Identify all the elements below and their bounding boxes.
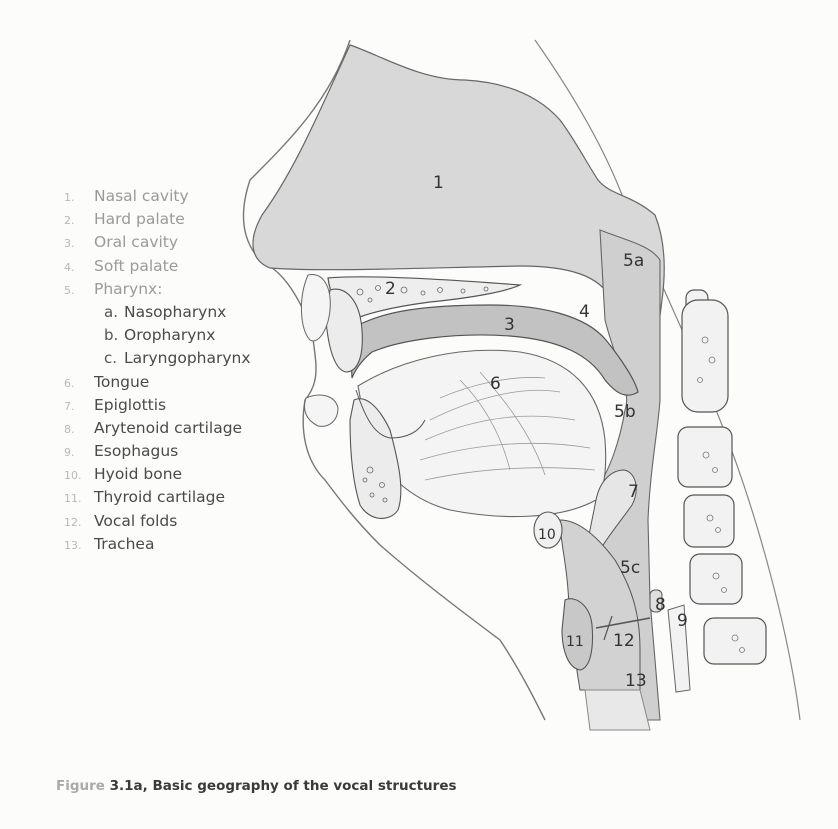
legend-item: 10.Hyoid bone xyxy=(64,463,251,486)
vertebra-3 xyxy=(678,427,732,487)
legend-subitem: c.Laryngopharynx xyxy=(64,347,251,370)
legend-letter: c. xyxy=(104,347,124,370)
legend-label: Hard palate xyxy=(94,210,185,228)
label-5b: 5b xyxy=(614,402,636,422)
label-11: 11 xyxy=(566,634,584,650)
label-9: 9 xyxy=(677,611,688,631)
vertebrae xyxy=(678,290,766,664)
legend-item: 2.Hard palate xyxy=(64,208,251,231)
legend-letter: b. xyxy=(104,324,124,347)
label-13: 13 xyxy=(625,671,647,691)
label-3: 3 xyxy=(504,315,515,335)
label-10: 10 xyxy=(538,527,556,543)
legend-number: 8. xyxy=(64,418,94,441)
legend-label: Pharynx: xyxy=(94,280,162,298)
legend-label: Arytenoid cartilage xyxy=(94,419,242,437)
legend-number: 12. xyxy=(64,511,94,534)
legend-item: 5.Pharynx: xyxy=(64,278,251,301)
legend-subitem: b.Oropharynx xyxy=(64,324,251,347)
structure-legend: 1.Nasal cavity 2.Hard palate 3.Oral cavi… xyxy=(64,185,251,556)
legend-number: 11. xyxy=(64,487,94,510)
figure-caption: Figure 3.1a, Basic geography of the voca… xyxy=(56,778,457,794)
legend-number: 6. xyxy=(64,372,94,395)
figure-caption-prefix: Figure xyxy=(56,778,105,794)
legend-number: 7. xyxy=(64,395,94,418)
upper-lip xyxy=(301,275,330,341)
label-5a: 5a xyxy=(623,251,644,271)
legend-label: Tongue xyxy=(94,373,149,391)
legend-number: 1. xyxy=(64,186,94,209)
legend-label: Epiglottis xyxy=(94,396,166,414)
label-8: 8 xyxy=(655,595,666,615)
legend-number: 2. xyxy=(64,209,94,232)
legend-item: 4.Soft palate xyxy=(64,255,251,278)
legend-item: 9.Esophagus xyxy=(64,440,251,463)
label-4: 4 xyxy=(579,302,590,322)
legend-item: 1.Nasal cavity xyxy=(64,185,251,208)
legend-item: 13.Trachea xyxy=(64,533,251,556)
lower-lip xyxy=(305,395,339,426)
legend-label: Thyroid cartilage xyxy=(94,488,225,506)
legend-item: 7.Epiglottis xyxy=(64,394,251,417)
legend-item: 8.Arytenoid cartilage xyxy=(64,417,251,440)
legend-label: Trachea xyxy=(94,535,154,553)
legend-label: Nasal cavity xyxy=(94,187,189,205)
legend-item: 11.Thyroid cartilage xyxy=(64,486,251,509)
legend-item: 12.Vocal folds xyxy=(64,510,251,533)
label-12: 12 xyxy=(613,631,635,651)
legend-number: 13. xyxy=(64,534,94,557)
legend-number: 5. xyxy=(64,279,94,302)
legend-label: Hyoid bone xyxy=(94,465,182,483)
trachea xyxy=(585,690,650,730)
legend-label: Nasopharynx xyxy=(124,303,226,321)
label-7: 7 xyxy=(628,482,639,502)
legend-item: 6.Tongue xyxy=(64,371,251,394)
legend-item: 3.Oral cavity xyxy=(64,231,251,254)
legend-label: Oral cavity xyxy=(94,233,178,251)
figure-caption-text: 3.1a, Basic geography of the vocal struc… xyxy=(105,778,457,794)
legend-letter: a. xyxy=(104,301,124,324)
legend-number: 10. xyxy=(64,464,94,487)
legend-number: 4. xyxy=(64,256,94,279)
label-2: 2 xyxy=(385,279,396,299)
legend-number: 3. xyxy=(64,232,94,255)
legend-label: Laryngopharynx xyxy=(124,349,251,367)
legend-label: Soft palate xyxy=(94,257,178,275)
legend-label: Vocal folds xyxy=(94,512,177,530)
label-1: 1 xyxy=(433,173,444,193)
legend-number: 9. xyxy=(64,441,94,464)
label-6: 6 xyxy=(490,374,501,394)
vertebra-2 xyxy=(682,300,728,412)
legend-label: Esophagus xyxy=(94,442,178,460)
legend-subitem: a.Nasopharynx xyxy=(64,301,251,324)
label-5c: 5c xyxy=(620,558,640,578)
legend-label: Oropharynx xyxy=(124,326,215,344)
